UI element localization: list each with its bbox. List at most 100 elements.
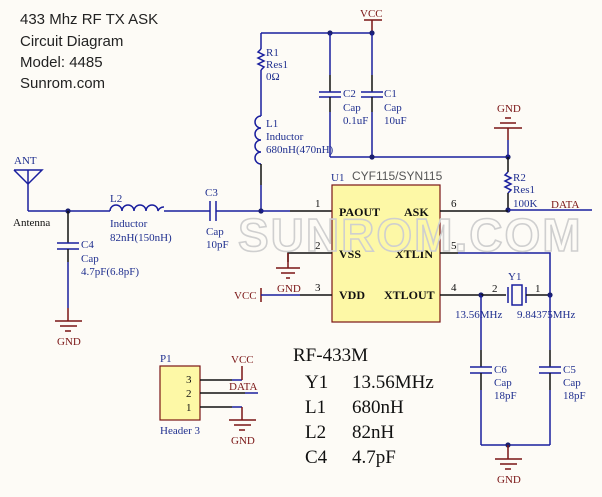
variant-table: RF-433M Y1 13.56MHz L1 680nH L2 82nH C4 …	[293, 345, 434, 468]
variant-ref: C4	[305, 447, 328, 468]
capacitor-c6: C6 Cap 18pF	[470, 295, 517, 445]
c6-value: 18pF	[494, 390, 517, 402]
header-p1: P1 3 2 1 Header 3	[159, 353, 258, 437]
gnd-label: GND	[57, 336, 81, 348]
resistor-r2: R2 Res1 100K	[503, 157, 538, 210]
pin-number: 1	[535, 283, 541, 295]
pin-number: 1	[186, 402, 192, 414]
title-line-2: Circuit Diagram	[20, 33, 123, 50]
u1-part: CYF115/SYN115	[352, 169, 443, 183]
inductor-l2: L2 Inductor 82nH(150nH)	[109, 193, 210, 244]
pin-name: ASK	[404, 205, 429, 219]
y1-freq-b: 9.84375MHz	[517, 309, 575, 321]
l1-ref: L1	[266, 118, 278, 130]
r1-type: Res1	[266, 59, 288, 71]
c2-type: Cap	[343, 102, 361, 114]
capacitor-c5: C5 Cap 18pF	[539, 295, 586, 445]
c4-ref: C4	[81, 239, 94, 251]
gnd-symbol-crystal: GND	[495, 445, 522, 486]
r2-type: Res1	[513, 184, 535, 196]
vcc-label: VCC	[234, 290, 257, 302]
pin-number: 6	[451, 198, 457, 210]
c3-ref: C3	[205, 187, 218, 199]
variant-ref: L2	[305, 422, 326, 443]
pin-number: 1	[315, 198, 321, 210]
gnd-label: GND	[277, 283, 301, 295]
antenna-symbol: ANT Antenna	[13, 155, 50, 229]
pin-number: 3	[315, 282, 321, 294]
c6-type: Cap	[494, 377, 512, 389]
ic-u1: U1 CYF115/SYN115 1 PAOUT 2 VSS 3 VDD 6 A…	[315, 169, 457, 323]
antenna-name: Antenna	[13, 217, 50, 229]
vcc-label: VCC	[231, 354, 254, 366]
u1-ref: U1	[331, 172, 344, 184]
vcc-symbol-vdd: VCC	[234, 288, 332, 302]
pin-name: PAOUT	[339, 205, 380, 219]
c1-ref: C1	[384, 88, 397, 100]
pin-number: 2	[492, 283, 498, 295]
gnd-label: GND	[231, 435, 255, 447]
pin-name: VDD	[339, 288, 365, 302]
junction	[369, 154, 375, 160]
c6-ref: C6	[494, 364, 507, 376]
vcc-label-top: VCC	[360, 8, 383, 20]
c1-type: Cap	[384, 102, 402, 114]
data-net-label: DATA	[551, 199, 580, 211]
xtlin-net	[458, 252, 551, 295]
p1-ref: P1	[160, 353, 172, 365]
y1-freq-a: 13.56MHz	[455, 309, 502, 321]
variant-ref: L1	[305, 397, 326, 418]
pin-name: VSS	[339, 247, 361, 261]
crystal-icon	[511, 284, 523, 306]
vcc-symbol-header: VCC	[231, 354, 254, 380]
r2-value: 100K	[513, 198, 538, 210]
c5-type: Cap	[563, 377, 581, 389]
pin-number: 2	[315, 240, 321, 252]
l1-value: 680nH(470nH)	[266, 144, 334, 156]
variant-value: 4.7pF	[352, 447, 396, 468]
pin-name: XTLIN	[395, 247, 433, 261]
r1-ref: R1	[266, 47, 279, 59]
crystal-y1: Y1 2 1 13.56MHz 9.84375MHz	[455, 271, 575, 321]
capacitor-c4: C4 Cap 4.7pF(6.8pF)	[57, 211, 139, 308]
antenna-ref: ANT	[14, 155, 37, 167]
r1-value: 0Ω	[266, 71, 280, 83]
c2-value: 0.1uF	[343, 115, 368, 127]
resistor-r1: R1 Res1 0Ω	[256, 33, 288, 116]
title-block: 433 Mhz RF TX ASK Circuit Diagram Model:…	[20, 11, 158, 92]
capacitor-c1: C1 Cap 10uF	[361, 33, 407, 157]
l2-ref: L2	[110, 193, 122, 205]
r2-ref: R2	[513, 172, 526, 184]
data-net-label: DATA	[229, 381, 258, 393]
variant-ref: Y1	[305, 372, 328, 393]
capacitor-c3: C3 Cap 10pF	[205, 187, 261, 251]
c3-type: Cap	[206, 226, 224, 238]
p1-type: Header 3	[160, 425, 201, 437]
gnd-symbol-top-right: GND	[494, 103, 522, 157]
l1-type: Inductor	[266, 131, 304, 143]
c4-value: 4.7pF(6.8pF)	[81, 266, 139, 278]
variant-value: 13.56MHz	[352, 372, 434, 393]
header-body	[159, 365, 201, 421]
gnd-symbol-c4: GND	[55, 308, 82, 348]
pin-name: XTLOUT	[384, 288, 435, 302]
c1-value: 10uF	[384, 115, 407, 127]
c4-type: Cap	[81, 253, 99, 265]
vcc-top-symbol: VCC	[360, 8, 383, 33]
pin-number: 2	[186, 388, 192, 400]
inductor-l1: L1 Inductor 680nH(470nH)	[254, 115, 334, 210]
title-line-1: 433 Mhz RF TX ASK	[20, 11, 158, 28]
c5-value: 18pF	[563, 390, 586, 402]
inductor-coil-icon	[109, 204, 165, 212]
gnd-symbol-header: GND	[229, 407, 256, 447]
variant-value: 680nH	[352, 397, 404, 418]
pin-number: 3	[186, 374, 192, 386]
watermark: SUNROM.COM	[238, 209, 583, 261]
gnd-label: GND	[497, 103, 521, 115]
title-line-3: Model: 4485	[20, 54, 103, 71]
pin-number: 4	[451, 282, 457, 294]
resistor-zigzag-icon	[503, 171, 513, 194]
y1-ref: Y1	[508, 271, 521, 283]
